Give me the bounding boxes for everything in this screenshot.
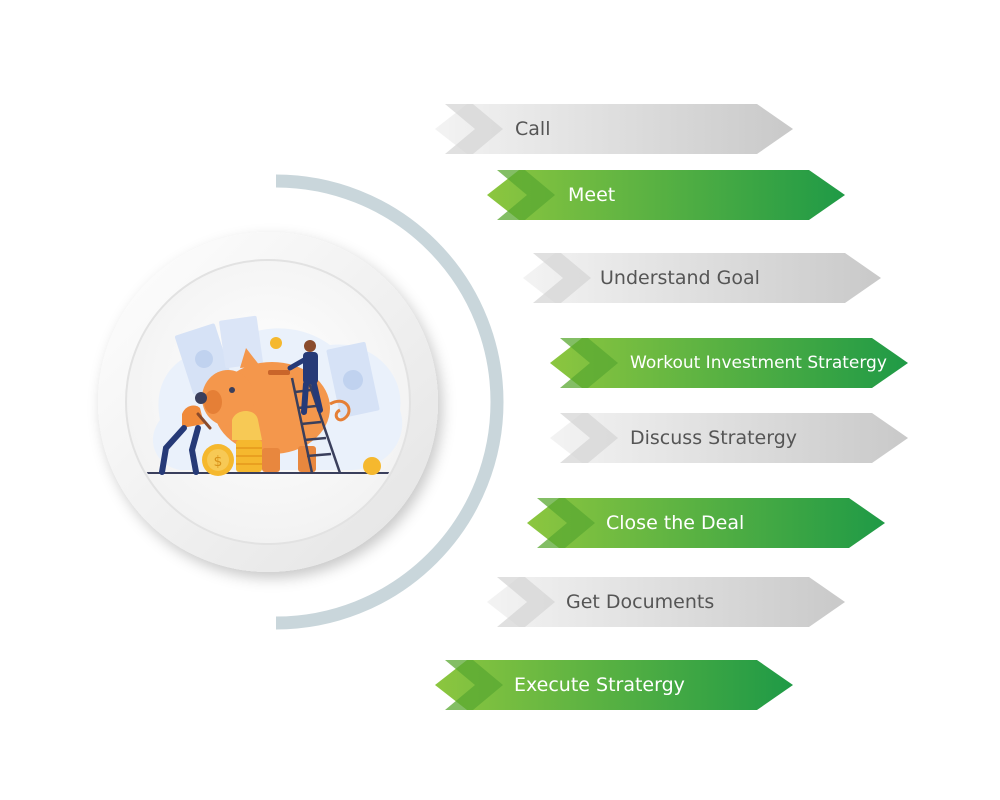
chevron-right-icon bbox=[560, 338, 618, 388]
step-arrow-shape bbox=[435, 660, 793, 710]
step-3: Understand Goal bbox=[523, 253, 883, 303]
step-label: Close the Deal bbox=[606, 512, 745, 534]
step-arrow-shape bbox=[523, 253, 881, 303]
chevron-right-icon bbox=[445, 104, 503, 154]
step-4: Workout Investment Stratergy bbox=[550, 338, 910, 388]
step-label: Get Documents bbox=[566, 591, 715, 613]
step-2: Meet bbox=[487, 170, 847, 220]
step-label: Call bbox=[515, 118, 551, 140]
chevron-right-icon bbox=[497, 170, 555, 220]
step-arrow-shape bbox=[550, 413, 908, 463]
step-label: Execute Stratergy bbox=[514, 674, 685, 696]
step-arrow-shape bbox=[435, 104, 793, 154]
chevron-right-icon bbox=[445, 660, 503, 710]
step-arrow-shape bbox=[487, 170, 845, 220]
step-label: Understand Goal bbox=[600, 267, 760, 289]
step-label: Discuss Stratergy bbox=[630, 427, 798, 449]
person-man bbox=[287, 340, 323, 415]
coin-icon: $ bbox=[202, 337, 381, 476]
step-5: Discuss Stratergy bbox=[550, 413, 910, 463]
step-label: Workout Investment Stratergy bbox=[630, 353, 887, 373]
svg-text:$: $ bbox=[214, 454, 223, 470]
chevron-right-icon bbox=[533, 253, 591, 303]
chevron-right-icon bbox=[497, 577, 555, 627]
piggy-bank-illustration: $ bbox=[138, 315, 408, 476]
step-arrow-shape bbox=[487, 577, 845, 627]
chevron-right-icon bbox=[560, 413, 618, 463]
step-8: Execute Stratergy bbox=[435, 660, 795, 710]
chevron-right-icon bbox=[537, 498, 595, 548]
step-arrow-shape bbox=[527, 498, 885, 548]
person-woman bbox=[159, 392, 212, 475]
step-label: Meet bbox=[568, 184, 616, 206]
step-7: Get Documents bbox=[487, 577, 847, 627]
decorative-arc bbox=[275, 174, 504, 630]
step-6: Close the Deal bbox=[527, 498, 887, 548]
step-1: Call bbox=[435, 104, 795, 154]
step-arrow-shape bbox=[550, 338, 908, 388]
